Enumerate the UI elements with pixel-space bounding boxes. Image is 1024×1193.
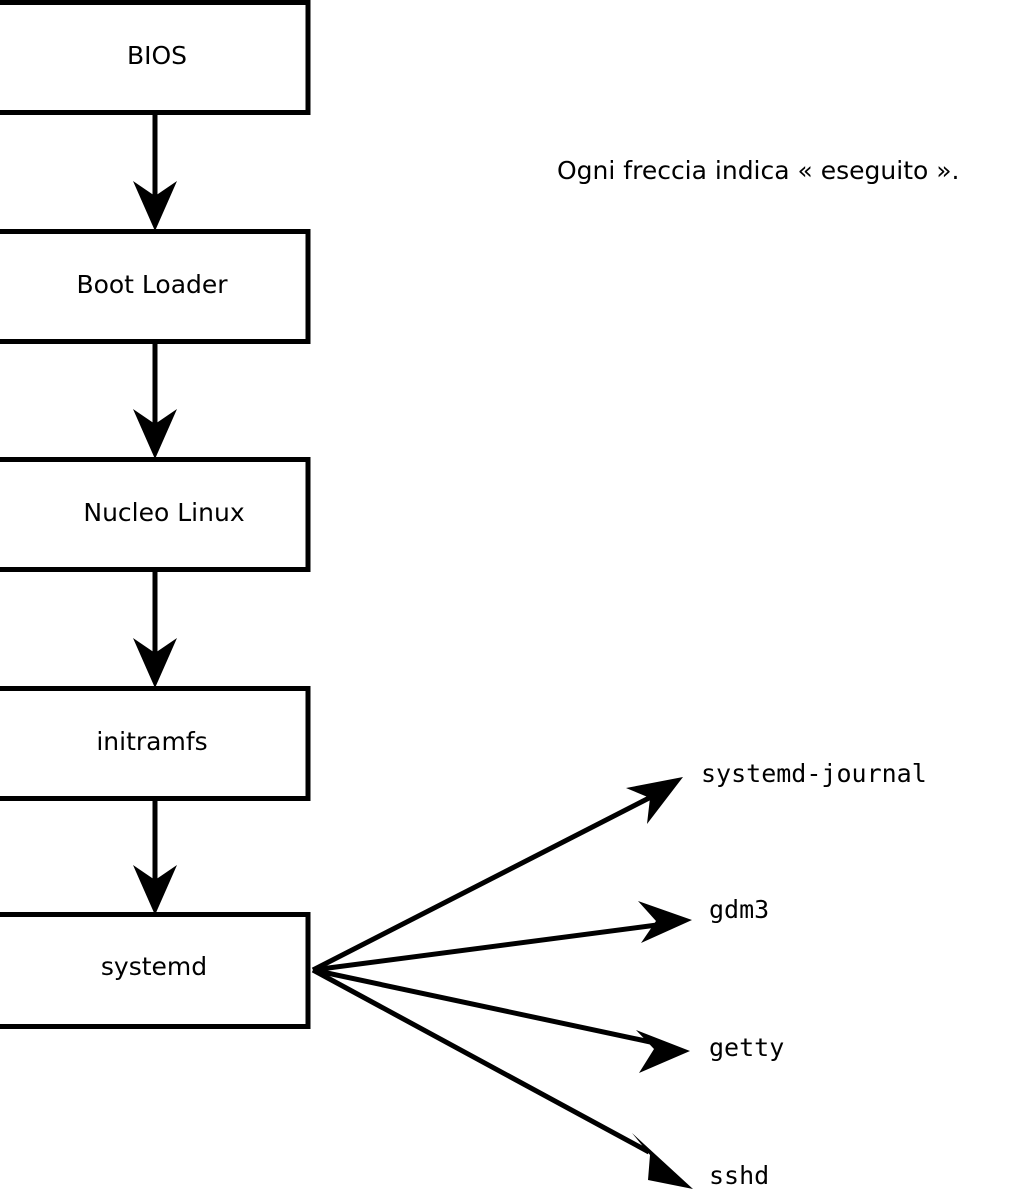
node-initramfs-label: initramfs xyxy=(96,727,207,756)
node-kernel[interactable]: Nucleo Linux xyxy=(0,457,311,572)
node-boot-loader[interactable]: Boot Loader xyxy=(0,229,311,344)
service-label-systemd-journal: systemd-journal xyxy=(701,759,927,788)
arrow-head-down-icon xyxy=(133,181,177,231)
arrow-head-down-icon xyxy=(133,638,177,688)
arrow-head-down-icon xyxy=(133,865,177,915)
node-systemd-label: systemd xyxy=(101,952,207,981)
arrow-boot-loader-to-kernel xyxy=(133,342,177,459)
node-bios[interactable]: BIOS xyxy=(0,0,311,115)
arrow-systemd-to-systemd-journal xyxy=(311,777,683,973)
node-bios-box[interactable] xyxy=(0,0,311,115)
arrow-kernel-to-initramfs xyxy=(133,570,177,688)
arrow-head-down-right-icon xyxy=(632,1133,693,1189)
node-systemd[interactable]: systemd xyxy=(0,912,311,1029)
node-boot-loader-box[interactable] xyxy=(0,229,311,344)
node-systemd-box[interactable] xyxy=(0,912,311,1029)
diagram-caption: Ogni freccia indica « eseguito ». xyxy=(557,156,960,185)
node-kernel-label: Nucleo Linux xyxy=(83,498,244,527)
node-initramfs-box[interactable] xyxy=(0,686,311,801)
arrow-systemd-to-getty xyxy=(312,967,690,1073)
arrow-systemd-to-gdm3 xyxy=(312,901,692,973)
arrow-head-up-right-icon xyxy=(626,777,683,824)
arrow-initramfs-to-systemd xyxy=(133,798,177,915)
node-initramfs[interactable]: initramfs xyxy=(0,686,311,801)
node-kernel-box[interactable] xyxy=(0,457,311,572)
service-label-gdm3: gdm3 xyxy=(709,895,769,924)
arrow-head-right-icon xyxy=(638,901,692,943)
arrow-head-down-right-icon xyxy=(636,1030,690,1073)
node-bios-label: BIOS xyxy=(127,41,187,70)
service-label-sshd: sshd xyxy=(709,1161,769,1190)
arrow-bios-to-boot-loader xyxy=(133,113,177,231)
arrow-systemd-to-sshd xyxy=(311,967,693,1189)
service-label-getty: getty xyxy=(709,1033,784,1062)
node-boot-loader-label: Boot Loader xyxy=(76,270,228,299)
arrow-head-down-icon xyxy=(133,409,177,459)
